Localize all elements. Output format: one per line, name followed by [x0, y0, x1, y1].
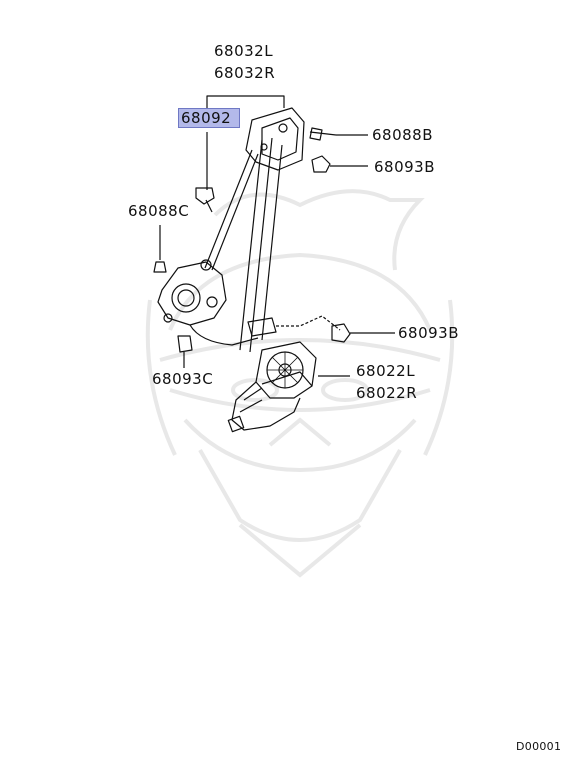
part-label-68088B[interactable]: 68088B [372, 126, 434, 144]
part-label-68093B-top[interactable]: 68093B [374, 158, 436, 176]
part-label-68022L[interactable]: 68022L [356, 362, 416, 380]
part-label-68032L[interactable]: 68032L [214, 42, 274, 60]
part-label-68093C[interactable]: 68093C [152, 370, 214, 388]
part-label-68022R[interactable]: 68022R [356, 384, 418, 402]
part-label-68032R[interactable]: 68032R [214, 64, 276, 82]
part-label-68088C[interactable]: 68088C [128, 202, 190, 220]
footer-code: D00001 [516, 740, 562, 753]
part-label-68092-highlighted[interactable]: 68092 [178, 108, 241, 128]
part-label-68093B-mid[interactable]: 68093B [398, 324, 460, 342]
